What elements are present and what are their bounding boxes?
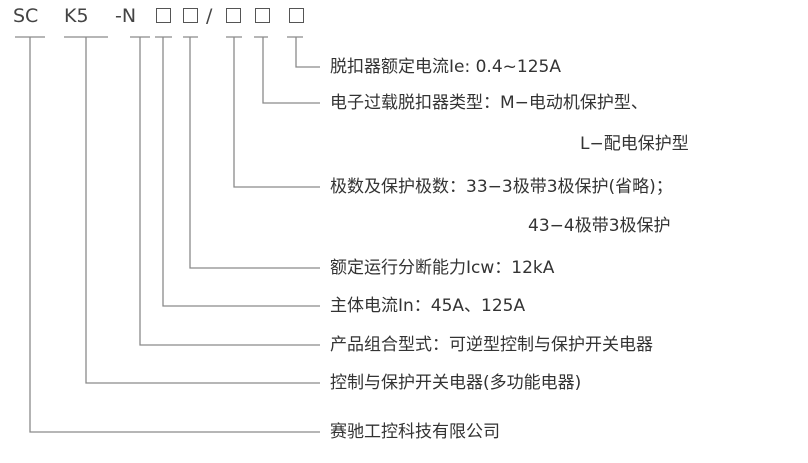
code-box-3 bbox=[226, 8, 241, 23]
desc-product: 控制与保护开关电器(多功能电器) bbox=[330, 373, 582, 393]
code-box-2 bbox=[183, 8, 198, 23]
desc-trip-current: 脱扣器额定电流Ie: 0.4~125A bbox=[330, 57, 561, 77]
desc-main-current: 主体电流In：45A、125A bbox=[330, 296, 526, 316]
desc-overload-type: 电子过载脱扣器类型：M−电动机保护型、 bbox=[330, 93, 648, 113]
code-box-1 bbox=[156, 8, 171, 23]
code-box-4 bbox=[255, 8, 270, 23]
desc-poles-2: 43−4极带3极保护 bbox=[528, 216, 671, 236]
desc-company: 赛驰工控科技有限公司 bbox=[330, 422, 500, 442]
code-box-5 bbox=[289, 8, 304, 23]
desc-poles: 极数及保护极数：33−3极带3极保护(省略)； bbox=[330, 177, 673, 197]
desc-breaking-capacity: 额定运行分断能力Icw：12kA bbox=[330, 258, 555, 278]
desc-overload-type-2: L−配电保护型 bbox=[580, 134, 689, 154]
code-k5: K5 bbox=[64, 5, 89, 27]
desc-combination-type: 产品组合型式：可逆型控制与保护开关电器 bbox=[330, 335, 653, 355]
code-slash: / bbox=[206, 5, 213, 27]
code-sc: SC bbox=[13, 5, 39, 27]
code-n: -N bbox=[115, 5, 137, 27]
